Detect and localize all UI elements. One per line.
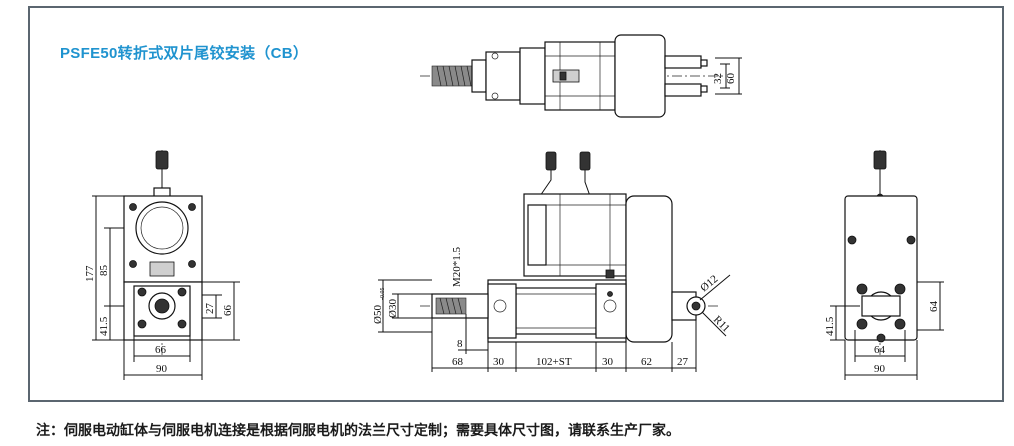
dim-64-bottom: 64 xyxy=(874,344,886,356)
dim-30-b: 30 xyxy=(602,356,614,368)
dim-d50: Ø50 xyxy=(372,305,384,324)
footnote: 注：伺服电动缸体与伺服电机连接是根据伺服电机的法兰尺寸定制；需要具体尺寸图，请联… xyxy=(36,423,680,439)
dim-90-right: 90 xyxy=(874,363,886,375)
right-connector xyxy=(873,150,887,170)
side-connector-2 xyxy=(579,151,591,171)
dim-d12: Ø12 xyxy=(698,273,720,294)
dim-27: 27 xyxy=(677,356,689,368)
dim-41-5-right: 41.5 xyxy=(824,316,836,336)
side-connector-1 xyxy=(545,151,557,171)
side-view: Ø12 R11 Ø50 -0.05 Ø30 M20*1.5 8 68 30 10… xyxy=(372,151,732,372)
dim-62: 62 xyxy=(641,356,652,368)
dim-90: 90 xyxy=(156,363,168,375)
dim-tolerance: -0.05 xyxy=(380,288,386,301)
dim-41-5: 41.5 xyxy=(98,316,110,336)
left-view: 177 85 41.5 27 66 66 90 xyxy=(84,150,240,380)
top-threaded-rod xyxy=(431,65,473,87)
top-view: 32 60 xyxy=(420,34,742,118)
dim-68: 68 xyxy=(452,356,464,368)
left-connector xyxy=(155,150,169,170)
side-gearbox xyxy=(625,195,673,343)
dim-85: 85 xyxy=(98,265,110,277)
dim-64-right: 64 xyxy=(928,301,940,313)
dim-177: 177 xyxy=(84,265,96,282)
technical-drawing: 32 60 177 85 41.5 xyxy=(84,34,944,380)
dim-d30: Ø30 xyxy=(387,299,399,318)
top-gearbox xyxy=(614,34,666,118)
dim-8: 8 xyxy=(457,338,463,350)
dim-32: 32 xyxy=(712,73,724,84)
right-view: 41.5 64 64 90 xyxy=(824,150,944,380)
dim-27: 27 xyxy=(204,303,216,315)
dim-102-st: 102+ST xyxy=(536,356,572,368)
dim-66-right: 66 xyxy=(222,305,234,317)
dim-r11: R11 xyxy=(711,314,732,335)
dim-m20: M20*1.5 xyxy=(451,246,463,287)
side-threaded-rod xyxy=(435,297,467,315)
dim-60: 60 xyxy=(725,73,737,85)
page-title: PSFE50转折式双片尾铰安装（CB） xyxy=(60,45,309,62)
dim-30-a: 30 xyxy=(493,356,505,368)
dim-66-bottom: 66 xyxy=(155,344,167,356)
